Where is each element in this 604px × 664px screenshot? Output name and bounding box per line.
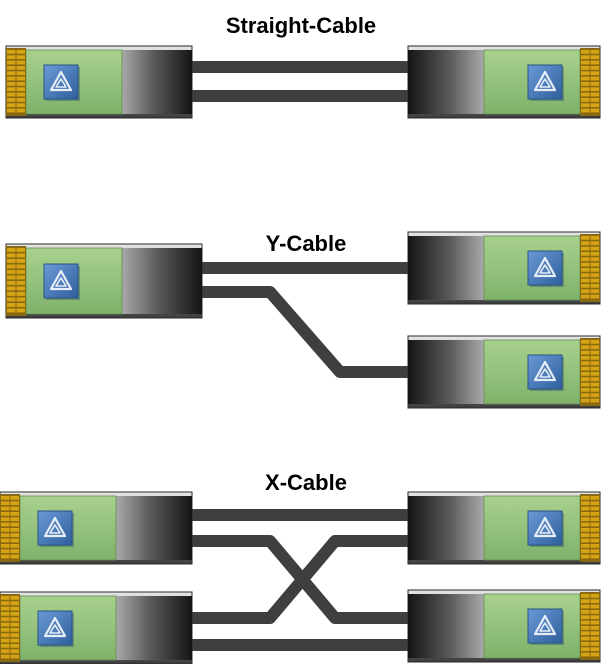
connector-y-right-bottom: [407, 335, 601, 409]
gold-pins: [0, 494, 20, 562]
gold-pins: [580, 338, 600, 406]
connectors: [0, 45, 601, 664]
connector-straight-left: [5, 45, 193, 119]
chip-logo-icon: [37, 510, 74, 547]
gold-pins: [6, 48, 26, 116]
title-straight-cable: Straight-Cable: [226, 13, 376, 38]
connector-housing: [408, 496, 484, 560]
connector-housing: [408, 340, 484, 404]
connector-y-right-top: [407, 231, 601, 305]
chip-logo-icon: [43, 64, 80, 101]
connector-x-left-bottom: [0, 591, 193, 664]
connector-x-left-top: [0, 491, 193, 565]
connector-housing: [122, 50, 192, 114]
gold-pins: [6, 246, 26, 316]
connector-housing: [408, 236, 484, 300]
x-cable-wire-cross-up: [190, 535, 410, 624]
connector-x-right-top: [407, 491, 601, 565]
connector-housing: [116, 596, 192, 660]
chip-logo-icon: [527, 250, 564, 287]
connector-housing: [116, 496, 192, 560]
chip-logo-icon: [527, 354, 564, 391]
connector-housing: [122, 248, 202, 314]
cables: [190, 61, 410, 651]
connector-x-right-bottom: [407, 589, 601, 663]
gold-pins: [580, 494, 600, 562]
chip-logo-icon: [37, 610, 74, 647]
chip-logo-icon: [527, 608, 564, 645]
connector-y-left: [5, 243, 203, 319]
chip-logo-icon: [43, 263, 80, 300]
connector-housing: [408, 50, 484, 114]
chip-logo-icon: [527, 64, 564, 101]
connector-housing: [408, 594, 484, 658]
gold-pins: [580, 234, 600, 302]
title-x-cable: X-Cable: [265, 470, 347, 495]
title-y-cable: Y-Cable: [266, 231, 347, 256]
y-cable-wire-lower: [200, 286, 410, 378]
connector-straight-right: [407, 45, 601, 119]
gold-pins: [580, 48, 600, 116]
chip-logo-icon: [527, 510, 564, 547]
gold-pins: [0, 594, 20, 662]
gold-pins: [580, 592, 600, 660]
